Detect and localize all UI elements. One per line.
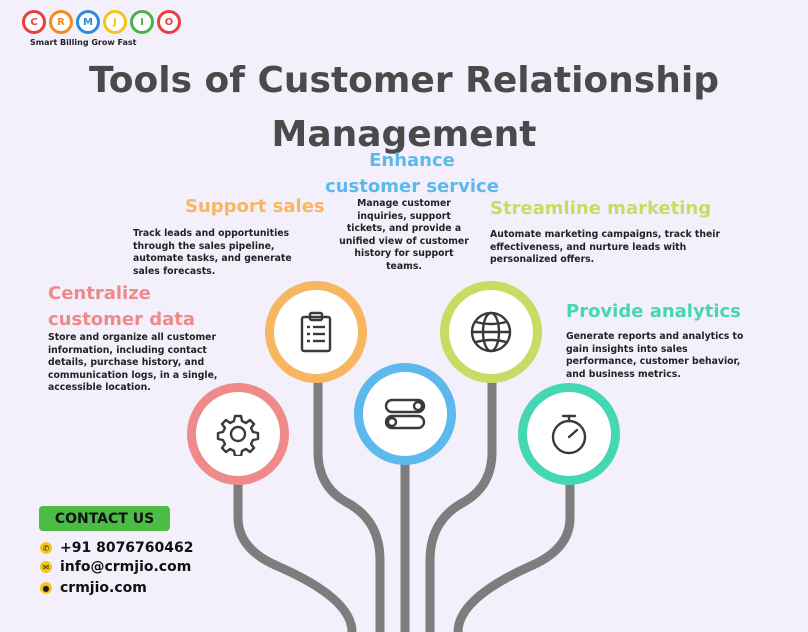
section-desc-enhance-service: Manage customer inquiries, support ticke… xyxy=(339,198,469,272)
brand-logo: C R M J I O Smart Billing Grow Fast xyxy=(22,10,181,47)
contact-us-button[interactable]: CONTACT US xyxy=(39,506,170,531)
section-desc-streamline-marketing: Automate marketing campaigns, track thei… xyxy=(490,229,721,265)
logo-letter: M xyxy=(76,10,100,34)
section-title-analytics: Provide analytics xyxy=(566,301,741,322)
section-title-streamline-marketing: Streamline marketing xyxy=(490,198,712,219)
section-title-support-sales: Support sales xyxy=(185,196,325,217)
phone-icon: ✆ xyxy=(40,542,52,554)
globe-small-icon: ● xyxy=(40,582,52,594)
clipboard-icon xyxy=(300,311,332,353)
toggle-icon xyxy=(384,398,426,430)
logo-letter: O xyxy=(157,10,181,34)
gear-icon xyxy=(216,414,260,456)
section-desc-support-sales: Track leads and opportunities through th… xyxy=(133,228,292,277)
logo-letter: R xyxy=(49,10,73,34)
gear-circle xyxy=(187,383,289,485)
contact-phone[interactable]: ✆ +91 8076760462 xyxy=(40,540,194,556)
logo-letter: C xyxy=(22,10,46,34)
logo-tagline: Smart Billing Grow Fast xyxy=(30,38,137,47)
contact-phone-text: +91 8076760462 xyxy=(60,540,194,556)
page-title: Tools of Customer Relationship Managemen… xyxy=(89,60,719,155)
clipboard-circle xyxy=(265,281,367,383)
globe-icon xyxy=(470,311,512,353)
section-desc-centralize: Store and organize all customer informat… xyxy=(48,332,218,393)
contact-website[interactable]: ● crmjio.com xyxy=(40,580,147,596)
logo-letter: J xyxy=(103,10,127,34)
email-icon: ✉ xyxy=(40,561,52,573)
logo-letter: I xyxy=(130,10,154,34)
logo-letters: C R M J I O xyxy=(22,10,181,34)
section-desc-analytics: Generate reports and analytics to gain i… xyxy=(566,331,744,380)
contact-website-text: crmjio.com xyxy=(60,580,147,596)
toggle-circle xyxy=(354,363,456,465)
section-title-centralize: Centralize customer data xyxy=(48,283,196,330)
contact-email[interactable]: ✉ info@crmjio.com xyxy=(40,559,191,575)
section-title-enhance-service: Enhance customer service xyxy=(325,150,499,197)
globe-circle xyxy=(440,281,542,383)
contact-email-text: info@crmjio.com xyxy=(60,559,192,575)
stopwatch-circle xyxy=(518,383,620,485)
stopwatch-icon xyxy=(551,414,587,455)
